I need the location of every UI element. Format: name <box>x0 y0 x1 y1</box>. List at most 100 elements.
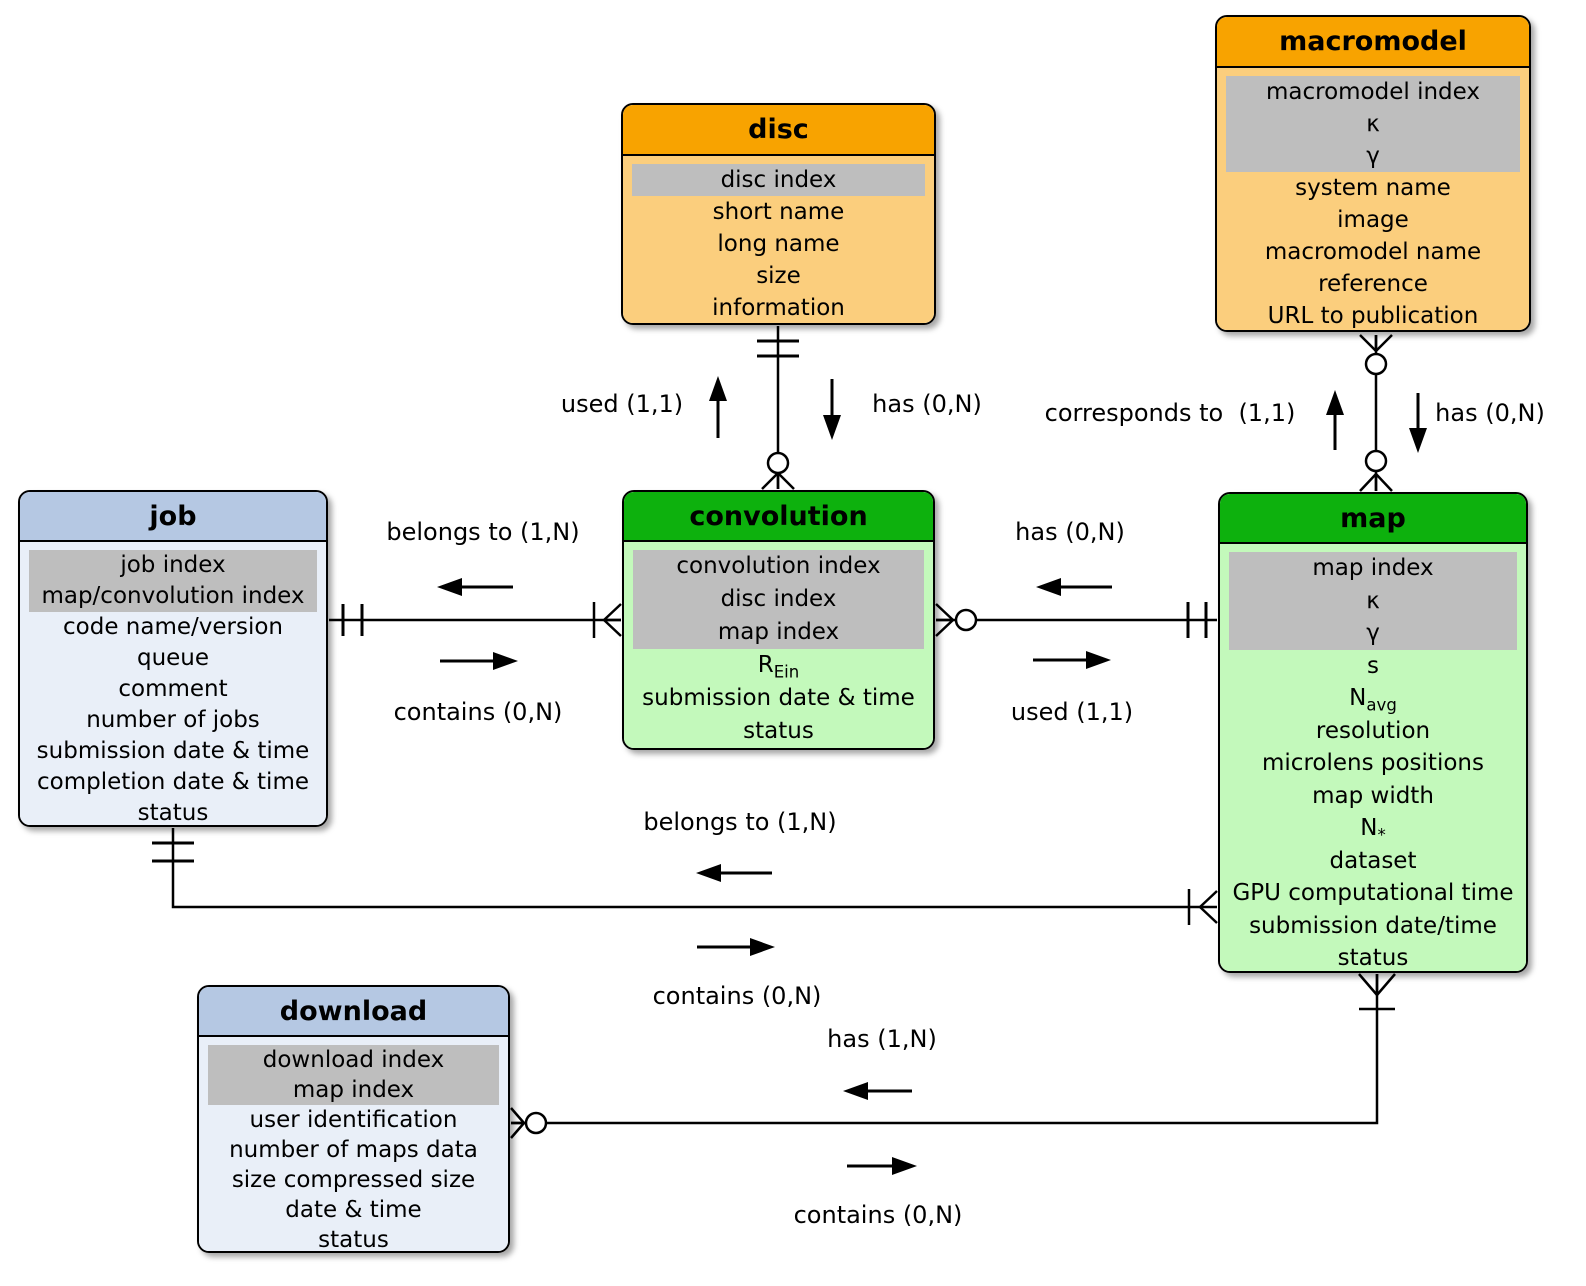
relation-job-convolution <box>329 578 622 670</box>
entity-disc: disc disc index short name long name siz… <box>621 103 936 325</box>
arrow-up-icon <box>709 376 727 438</box>
one-and-only-one-icon <box>757 339 799 358</box>
attribute: macromodel name <box>1264 239 1482 265</box>
relation-label-belongs-to: belongs to (1,N) <box>643 808 837 836</box>
entity-map: map map index κ γ s Navg resolution micr… <box>1218 492 1528 973</box>
attribute: status <box>743 718 814 744</box>
attribute-key: download index <box>208 1045 499 1075</box>
attribute: URL to publication <box>1267 303 1479 329</box>
entity-disc-attributes: disc index short name long name size inf… <box>623 156 934 323</box>
attribute: status <box>318 1227 389 1253</box>
attribute: image <box>1337 207 1409 233</box>
attribute-key: job index <box>29 550 317 581</box>
attribute: date & time <box>285 1197 422 1223</box>
attribute: status <box>137 800 209 826</box>
relation-label-has: has (0,N) <box>1435 399 1545 427</box>
relation-label-used: used (1,1) <box>1010 698 1134 726</box>
attribute-key: map index <box>1229 552 1517 585</box>
attribute: status <box>1337 945 1409 971</box>
zero-or-many-icon <box>935 603 978 637</box>
arrow-left-icon <box>696 864 772 882</box>
attribute: comment <box>118 676 228 702</box>
relation-disc-convolution <box>709 326 841 490</box>
relation-job-map <box>152 828 1218 956</box>
entity-job-title: job <box>20 492 326 542</box>
entity-convolution-attributes: convolution index disc index map index R… <box>624 542 933 748</box>
attribute: size <box>756 263 801 289</box>
relation-convolution-map <box>935 578 1217 669</box>
arrow-right-icon <box>697 938 775 956</box>
attribute: code name/version <box>63 614 283 640</box>
entity-convolution: convolution convolution index disc index… <box>622 490 935 750</box>
attribute: dataset <box>1329 847 1417 874</box>
attribute: submission date & time <box>36 738 310 764</box>
one-or-many-icon <box>1358 973 1396 1011</box>
one-or-many-icon <box>1187 889 1218 925</box>
entity-job-attributes: job index map/convolution index code nam… <box>20 542 326 826</box>
attribute: completion date & time <box>36 769 309 795</box>
zero-or-many-icon <box>1359 334 1393 376</box>
attribute-key: map index <box>208 1075 499 1105</box>
arrow-down-icon <box>823 379 841 440</box>
arrow-down-icon <box>1409 393 1427 453</box>
attribute: Navg <box>1349 685 1397 715</box>
attribute: reference <box>1318 271 1428 297</box>
arrow-left-icon <box>1036 578 1112 596</box>
attribute: system name <box>1295 175 1451 201</box>
arrow-up-icon <box>1326 390 1344 450</box>
one-or-many-icon <box>592 602 622 638</box>
attribute: s <box>1367 652 1379 679</box>
attribute: submission date & time <box>642 685 915 711</box>
one-and-only-one-icon <box>152 841 194 863</box>
relation-download-map <box>510 973 1396 1175</box>
attribute: REin <box>757 652 800 682</box>
attribute: user identification <box>249 1107 458 1133</box>
entity-macromodel-attributes: macromodel index κ γ system name image m… <box>1217 68 1529 330</box>
attribute-key: convolution index <box>633 550 924 583</box>
attribute: submission date/time <box>1249 912 1497 939</box>
attribute-key: map index <box>633 616 924 649</box>
relation-label-has: has (0,N) <box>872 390 982 418</box>
entity-job: job job index map/convolution index code… <box>18 490 328 827</box>
attribute: number of maps data <box>229 1137 478 1163</box>
relation-label-used: used (1,1) <box>560 390 684 418</box>
entity-download-title: download <box>199 987 508 1037</box>
entity-macromodel-title: macromodel <box>1217 17 1529 68</box>
attribute-key: κ <box>1229 584 1517 617</box>
relation-macromodel-map <box>1326 334 1427 492</box>
attribute: long name <box>717 231 840 257</box>
attribute: queue <box>136 645 210 671</box>
attribute: number of jobs <box>86 707 260 733</box>
zero-or-many-icon <box>510 1107 548 1139</box>
arrow-right-icon <box>440 652 518 670</box>
attribute: N* <box>1360 815 1386 845</box>
attribute: GPU computational time <box>1232 880 1514 906</box>
attribute: map width <box>1312 782 1434 809</box>
one-and-only-one-icon <box>341 604 364 636</box>
attribute-key: disc index <box>633 583 924 616</box>
attribute: size compressed size <box>231 1167 476 1193</box>
attribute-key: map/convolution index <box>29 581 317 612</box>
relation-label-contains: contains (0,N) <box>793 1201 963 1229</box>
relation-label-contains: contains (0,N) <box>393 698 563 726</box>
attribute: short name <box>712 199 845 225</box>
entity-disc-title: disc <box>623 105 934 156</box>
entity-download-attributes: download index map index user identifica… <box>199 1037 508 1253</box>
arrow-left-icon <box>437 578 513 596</box>
relation-label-belongs-to: belongs to (1,N) <box>386 518 580 546</box>
attribute-key: disc index <box>632 164 925 196</box>
entity-map-title: map <box>1220 494 1526 544</box>
relation-label-has: has (1,N) <box>827 1025 937 1053</box>
zero-or-many-icon <box>1359 449 1393 492</box>
relation-label-corresponds-to: corresponds to (1,1) <box>1044 399 1296 427</box>
attribute: information <box>712 295 845 321</box>
zero-or-many-icon <box>761 451 795 490</box>
entity-map-attributes: map index κ γ s Navg resolution microlen… <box>1220 544 1526 971</box>
attribute-key: κ <box>1226 108 1520 140</box>
attribute-key: γ <box>1229 617 1517 650</box>
arrow-right-icon <box>847 1157 917 1175</box>
attribute-key: macromodel index <box>1226 76 1520 108</box>
attribute: microlens positions <box>1262 750 1484 776</box>
